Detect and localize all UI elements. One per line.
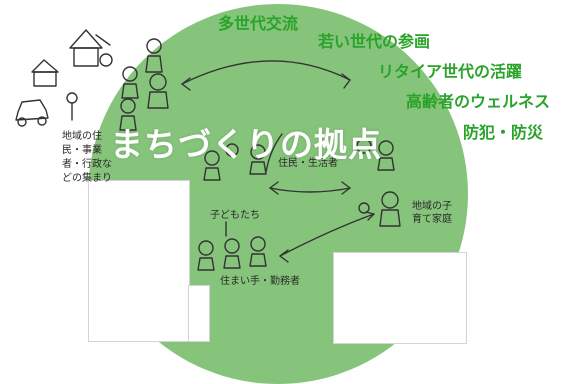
people-icon	[203, 143, 267, 181]
sketch-note-family: 地域の子育て家庭	[412, 201, 452, 225]
keyword-label: 若い世代の参画	[318, 32, 431, 51]
car-icon	[15, 99, 49, 127]
people-icon	[99, 38, 169, 131]
keyword-label: 高齢者のウェルネス	[406, 92, 551, 111]
house-icon	[31, 59, 59, 87]
arrow-icon	[279, 211, 375, 263]
page-title: まちづくりの拠点	[110, 125, 382, 164]
sketch-note-workers: 住まい手・勤務者	[220, 276, 300, 287]
arrow-icon	[269, 181, 351, 195]
keyword-label: 多世代交流	[218, 14, 299, 33]
sketch-note-children: 子どもたち	[210, 210, 260, 221]
keyword-label: 防犯・防災	[463, 123, 544, 142]
flower-icon	[66, 92, 78, 121]
building-block	[333, 252, 467, 344]
arrow-icon	[181, 60, 351, 91]
people-icon	[356, 138, 401, 227]
arrow-icon	[225, 133, 283, 237]
hand-drawn-sketch	[15, 29, 401, 271]
scene: 地域の住民・事業者・行政などの集まり 住民・生活者 子どもたち 住まい手・勤務者…	[15, 4, 551, 384]
building-block	[88, 180, 190, 342]
sketch-note-region: 地域の住民・事業者・行政などの集まり	[62, 131, 112, 184]
sketch-note-shop: 住民・生活者	[278, 158, 338, 169]
house-icon	[69, 29, 111, 67]
keyword-label: リタイア世代の活躍	[378, 62, 523, 81]
people-icon	[197, 236, 267, 271]
